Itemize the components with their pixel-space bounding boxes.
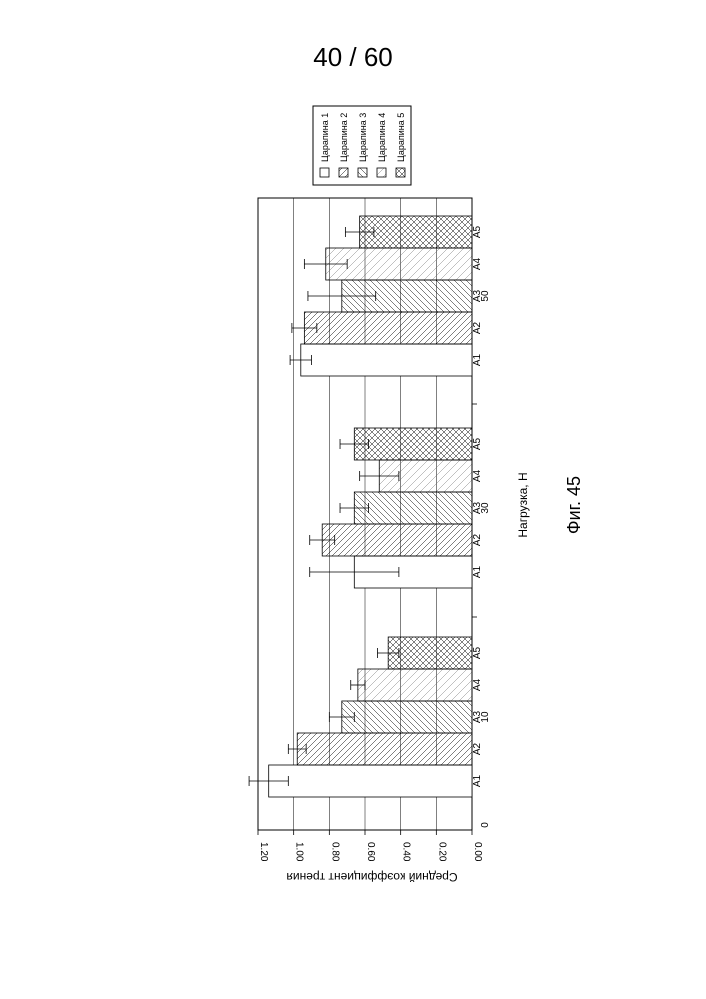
bar xyxy=(326,248,472,280)
y-tick-label: 1.00 xyxy=(294,842,305,862)
category-label: A4 xyxy=(472,678,483,691)
y-tick-label: 1.20 xyxy=(258,842,269,862)
category-label: A2 xyxy=(472,742,483,755)
category-label: A1 xyxy=(472,353,483,366)
category-label: A5 xyxy=(472,646,483,659)
category-label: A5 xyxy=(472,437,483,450)
group-label: 50 xyxy=(480,290,491,302)
category-label: A5 xyxy=(472,225,483,238)
y-axis-title: Средний коэффициент трения xyxy=(286,870,457,884)
category-label: A4 xyxy=(472,257,483,270)
bar xyxy=(388,637,472,669)
category-label: A2 xyxy=(472,533,483,546)
legend: Царапина 1 Царапина 2 Царапина 3 Царапина 4… xyxy=(313,106,411,185)
category-label: A4 xyxy=(472,469,483,482)
legend-swatch xyxy=(377,168,386,177)
bar xyxy=(301,344,472,376)
figure-caption: Фиг. 45 xyxy=(564,476,584,534)
bar xyxy=(354,492,472,524)
bars xyxy=(269,216,472,797)
bar xyxy=(342,701,472,733)
y-tick-label: 0.60 xyxy=(365,842,376,862)
legend-label: Царапина 4 xyxy=(377,113,387,162)
category-label: A2 xyxy=(472,321,483,334)
legend-swatch xyxy=(320,168,329,177)
group-label: 0 xyxy=(480,822,491,828)
legend-swatch xyxy=(339,168,348,177)
y-tick-label: 0.40 xyxy=(401,842,412,862)
y-tick-label: 0.20 xyxy=(436,842,447,862)
y-tick-label: 0.80 xyxy=(329,842,340,862)
category-label: A1 xyxy=(472,565,483,578)
bar xyxy=(269,765,472,797)
group-label: 10 xyxy=(480,711,491,723)
y-tick-labels: 0.00 0.20 0.40 0.60 0.80 1.00 1.20 xyxy=(258,842,483,862)
legend-label: Царапина 2 xyxy=(339,113,349,162)
legend-label: Царапина 3 xyxy=(358,113,368,162)
legend-label: Царапина 1 xyxy=(320,113,330,162)
group-label: 30 xyxy=(480,502,491,514)
x-axis-title: Нагрузка, Н xyxy=(516,472,530,537)
bar xyxy=(304,312,472,344)
bar xyxy=(358,669,472,701)
bar xyxy=(360,216,472,248)
legend-label: Царапина 5 xyxy=(396,113,406,162)
bar xyxy=(354,428,472,460)
legend-swatch xyxy=(396,168,405,177)
category-label: A1 xyxy=(472,774,483,787)
bar xyxy=(297,733,472,765)
bar xyxy=(322,524,472,556)
y-tick-label: 0.00 xyxy=(472,842,483,862)
legend-swatch xyxy=(358,168,367,177)
